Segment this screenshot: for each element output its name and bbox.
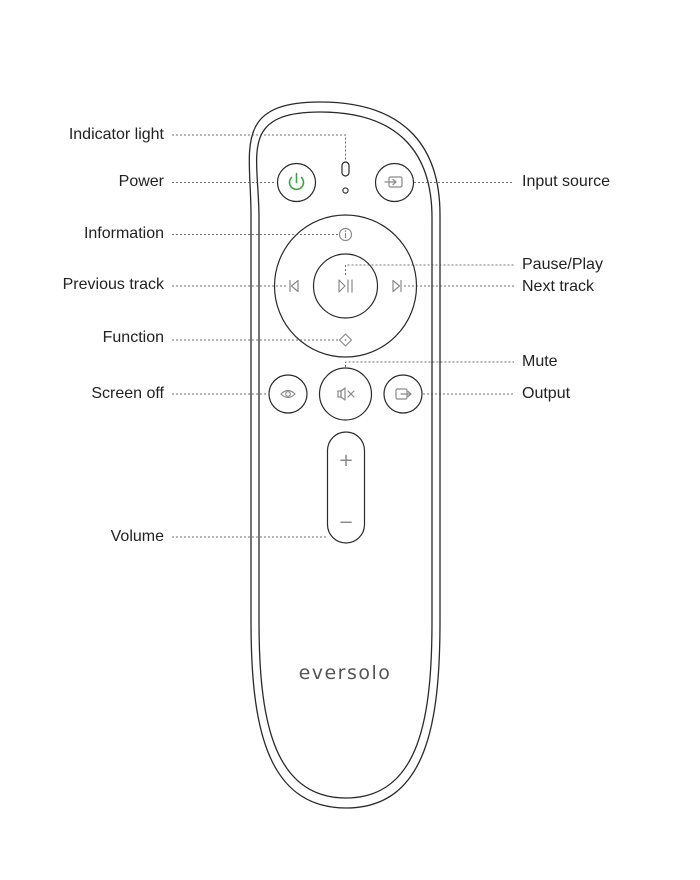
skip-previous-icon <box>289 279 299 293</box>
power-icon <box>288 172 305 191</box>
label-function: Function <box>102 329 164 346</box>
mute-icon <box>337 387 355 401</box>
pause-play-button[interactable] <box>312 253 379 319</box>
volume-up-symbol[interactable]: + <box>338 450 353 471</box>
label-output: Output <box>522 385 571 402</box>
function-button[interactable] <box>338 333 353 347</box>
output-icon <box>395 388 412 400</box>
power-button[interactable] <box>276 162 317 203</box>
indicator-light <box>341 161 350 194</box>
play-pause-icon <box>338 279 353 293</box>
label-volume: Volume <box>110 528 164 545</box>
label-screen-off: Screen off <box>91 385 164 402</box>
skip-next-icon <box>392 279 402 293</box>
label-power: Power <box>118 173 164 190</box>
label-input-source: Input source <box>522 173 611 190</box>
label-indicator-light: Indicator light <box>68 126 164 143</box>
next-track-button[interactable] <box>392 279 402 293</box>
label-next-track: Next track <box>522 278 595 295</box>
input-source-icon <box>384 176 403 188</box>
mute-button[interactable] <box>318 367 373 421</box>
label-pause-play: Pause/Play <box>522 256 603 273</box>
info-icon <box>338 227 353 242</box>
output-button[interactable] <box>383 374 423 414</box>
label-information: Information <box>83 225 164 242</box>
diamond-icon <box>338 333 353 347</box>
volume-down-symbol[interactable]: − <box>338 512 353 533</box>
leader-lines <box>172 134 514 538</box>
volume-rocker[interactable]: + − <box>326 431 366 544</box>
eye-icon <box>280 389 296 399</box>
screen-off-button[interactable] <box>268 374 308 414</box>
brand-logo: eversolo <box>299 662 392 684</box>
information-button[interactable] <box>338 227 353 242</box>
label-previous-track: Previous track <box>62 276 164 293</box>
label-mute: Mute <box>522 353 558 370</box>
input-source-button[interactable] <box>374 162 415 203</box>
previous-track-button[interactable] <box>289 279 299 293</box>
